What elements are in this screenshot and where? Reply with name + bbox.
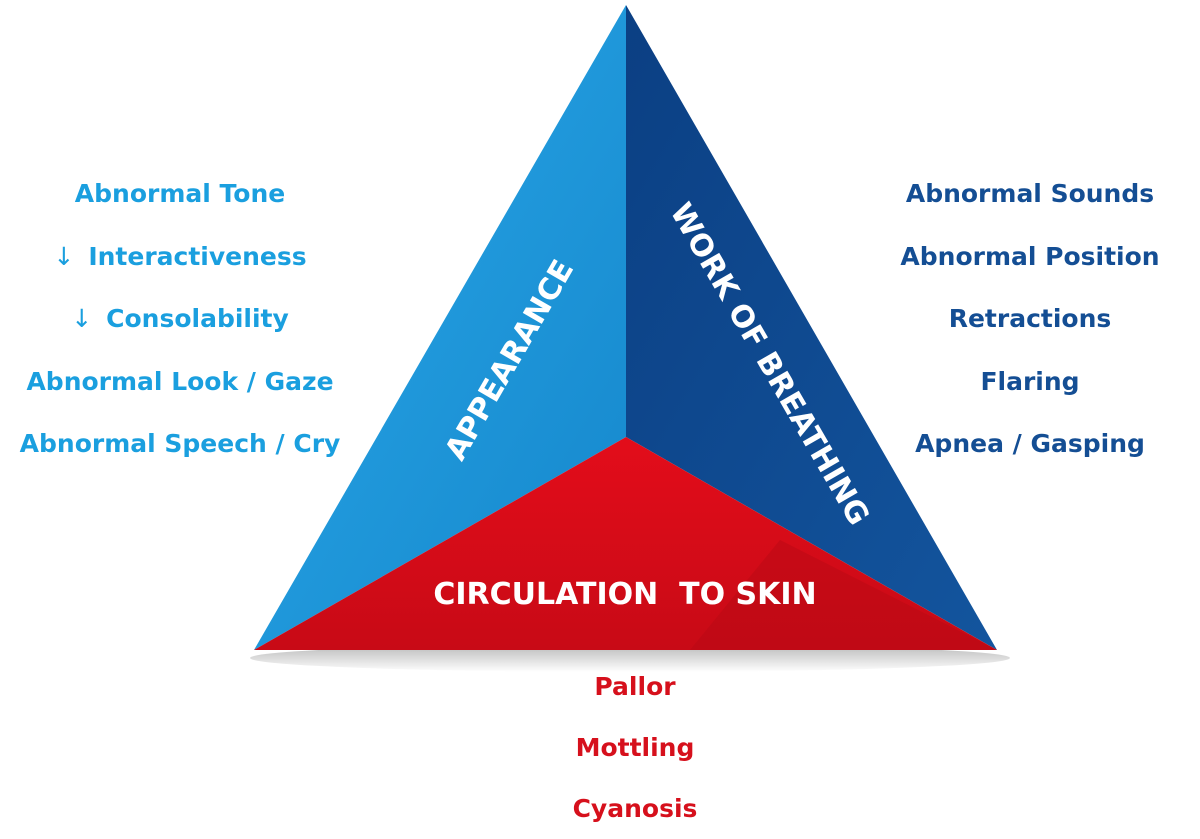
work-of-breathing-section <box>626 5 997 650</box>
appearance-sign-text: Abnormal Speech / Cry <box>19 429 341 458</box>
breathing-sign-item: Flaring <box>980 366 1080 396</box>
appearance-sign-text: Abnormal Look / Gaze <box>26 366 334 396</box>
breathing-signs-list: Abnormal Sounds Abnormal Position Retrac… <box>895 163 1165 476</box>
circulation-sign-item: Pallor <box>594 672 676 701</box>
appearance-sign-item: Abnormal Speech / Cry <box>10 413 350 476</box>
appearance-sign-text: Abnormal Tone <box>74 179 286 208</box>
circulation-sign-item: Mottling <box>575 733 695 762</box>
appearance-sign-text: Interactiveness <box>88 241 307 271</box>
circulation-signs-list: Pallor Mottling Cyanosis <box>525 656 745 839</box>
breathing-sign-item: Retractions <box>948 304 1112 333</box>
appearance-sign-item: ↓ Consolability <box>10 288 350 351</box>
triangle-shadow <box>250 644 1010 672</box>
appearance-signs-list: Abnormal Tone ↓ Interactiveness ↓ Consolab… <box>10 163 350 476</box>
down-arrow-icon: ↓ <box>53 241 75 271</box>
appearance-sign-text: Consolability <box>106 304 289 333</box>
appearance-sign-item: Abnormal Look / Gaze <box>10 351 350 414</box>
breathing-sign-item: Apnea / Gasping <box>915 429 1145 458</box>
appearance-section <box>254 5 626 650</box>
down-arrow-icon: ↓ <box>71 304 93 333</box>
breathing-sign-item: Abnormal Sounds <box>905 179 1155 208</box>
appearance-sign-item: ↓ Interactiveness <box>10 226 350 289</box>
breathing-sign-item: Abnormal Position <box>900 241 1160 271</box>
appearance-sign-item: Abnormal Tone <box>10 163 350 226</box>
circulation-sign-item: Cyanosis <box>572 794 698 823</box>
circulation-label: CIRCULATION TO SKIN <box>433 577 816 612</box>
circulation-section <box>254 437 997 650</box>
circulation-shade <box>690 540 997 650</box>
